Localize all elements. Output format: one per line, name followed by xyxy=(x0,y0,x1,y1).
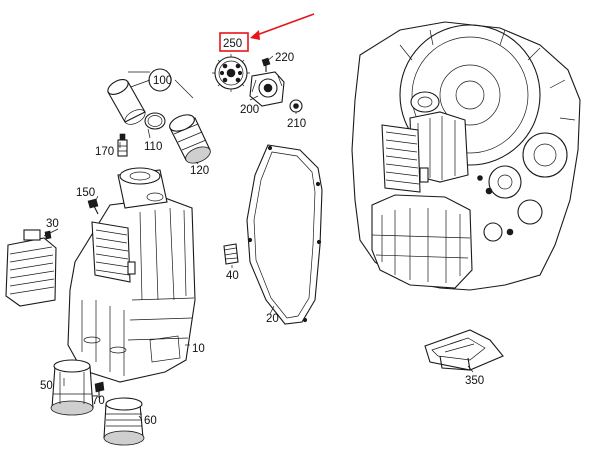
label-350: 350 xyxy=(465,375,484,387)
seal-part-210 xyxy=(289,99,303,113)
label-170: 170 xyxy=(95,146,114,158)
callout-labels: 100 110 120 170 150 30 250 220 200 210 4… xyxy=(40,38,484,427)
callout-circle-100 xyxy=(148,68,172,92)
label-150: 150 xyxy=(76,187,95,199)
label-10: 10 xyxy=(192,343,205,355)
bolt-part-150 xyxy=(87,198,99,215)
piston-part-60 xyxy=(103,397,145,446)
gear-part-250 xyxy=(212,54,250,92)
highlight-arrow xyxy=(253,13,315,37)
piston-part-50 xyxy=(50,359,94,416)
gasket-part-20 xyxy=(246,144,323,325)
label-250: 250 xyxy=(223,38,242,50)
screw-part-70 xyxy=(94,381,105,398)
label-30: 30 xyxy=(46,218,59,230)
label-220: 220 xyxy=(275,52,294,64)
highlight-arrowhead xyxy=(250,30,260,40)
label-210: 210 xyxy=(287,118,306,130)
label-60: 60 xyxy=(144,415,157,427)
transmission-housing xyxy=(351,21,581,291)
valve-body-part-10 xyxy=(67,167,196,383)
filter-assembly-100 xyxy=(107,71,211,164)
label-200: 200 xyxy=(240,104,259,116)
label-120: 120 xyxy=(190,165,209,177)
highlight-box-250 xyxy=(219,32,249,52)
label-100: 100 xyxy=(153,75,172,87)
label-50: 50 xyxy=(40,380,53,392)
label-70: 70 xyxy=(92,395,105,407)
label-20: 20 xyxy=(266,313,279,325)
plug-part-40 xyxy=(223,243,239,265)
label-40: 40 xyxy=(226,270,239,282)
leader-lines xyxy=(43,55,474,421)
cooler-part-30 xyxy=(5,229,57,307)
sensor-part-170 xyxy=(117,133,128,157)
bracket-part-350 xyxy=(424,329,504,371)
label-110: 110 xyxy=(144,141,162,153)
screw-part-220 xyxy=(261,57,271,72)
pump-part-200 xyxy=(249,71,285,107)
